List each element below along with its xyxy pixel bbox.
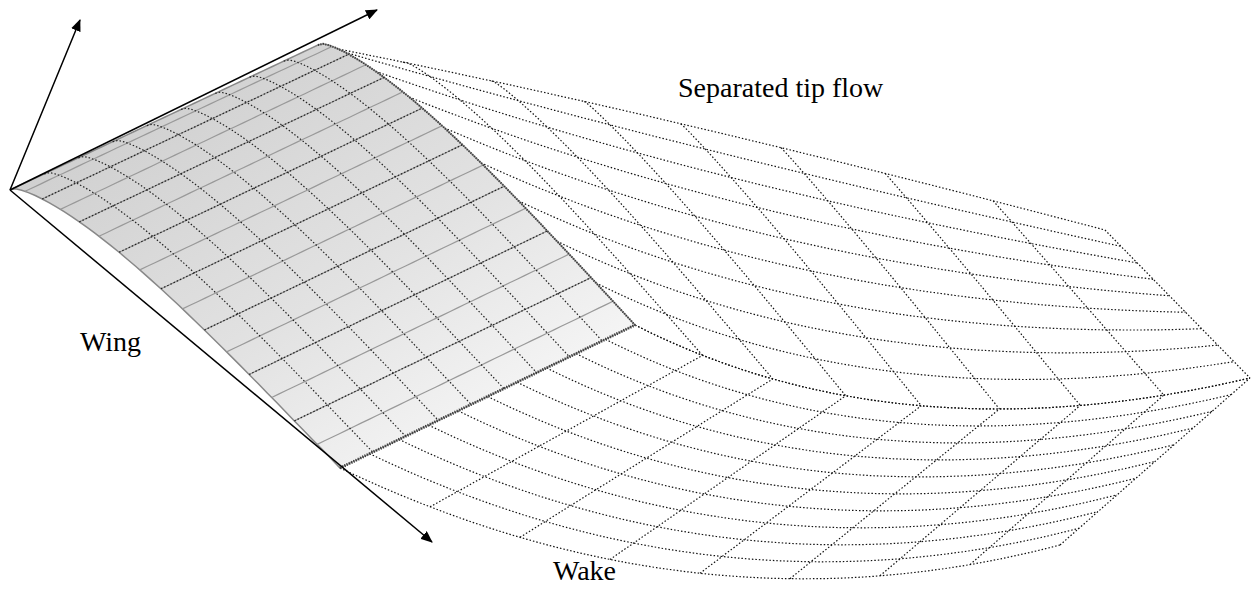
vortex-line <box>204 186 504 330</box>
panel-line <box>294 278 591 421</box>
tip-flow-line <box>1105 230 1250 378</box>
wake-line <box>700 406 921 574</box>
panel-line <box>161 145 463 289</box>
panel-line <box>249 231 547 375</box>
wake-line <box>880 405 1080 575</box>
panel-line <box>25 46 332 191</box>
panel-line <box>317 301 613 444</box>
panel-line <box>79 77 384 222</box>
axis-arrow <box>10 20 80 190</box>
tip-flow-line <box>781 148 1000 409</box>
region-label: Separated tip flow <box>675 72 886 104</box>
wing-fill <box>10 44 635 468</box>
vortex-line <box>250 76 570 357</box>
wake-line <box>547 368 1194 460</box>
panel-line <box>119 108 422 252</box>
panel-line <box>60 65 366 210</box>
wake-line <box>488 397 1156 494</box>
wake-line <box>520 379 773 537</box>
panel-line <box>99 92 403 236</box>
wake-line <box>576 354 1212 443</box>
panel-line <box>183 165 484 309</box>
tip-flow-line <box>596 283 1234 380</box>
vortex-line <box>249 231 547 375</box>
wing-surface <box>10 44 635 468</box>
tip-flow-line <box>885 173 1080 405</box>
wake-line <box>610 396 846 560</box>
panel-line <box>140 126 442 270</box>
vortex-line <box>215 92 536 373</box>
wake-line <box>1060 378 1250 545</box>
trailing-edge <box>340 325 635 468</box>
vortex-line <box>78 157 405 437</box>
vortex-line <box>147 124 471 404</box>
tip-flow-line <box>993 201 1164 395</box>
vortex-line <box>294 278 591 421</box>
tip-flow-line <box>635 325 1250 409</box>
vortex-line <box>42 54 348 199</box>
vortex-line <box>181 108 504 388</box>
tip-flow-line <box>557 241 1218 353</box>
wake-line <box>399 439 1098 544</box>
wake-line <box>635 325 1250 409</box>
tip-flow-line <box>681 124 922 406</box>
part-label: Wing <box>77 326 144 358</box>
vortex-line <box>113 140 439 420</box>
part-label: Wake <box>550 555 619 587</box>
axis-arrow <box>10 10 377 190</box>
vortex-line <box>79 77 384 222</box>
wake-line <box>370 454 1080 562</box>
vortex-line <box>119 108 422 252</box>
vortex-line <box>44 173 373 453</box>
panel-line <box>272 254 569 397</box>
wake-line <box>429 425 1118 528</box>
panel-line <box>204 186 504 330</box>
axis-arrow <box>10 190 432 542</box>
vortex-line <box>161 145 463 289</box>
vortex-line <box>284 60 602 341</box>
tip-edge <box>318 44 635 325</box>
wake-line <box>458 411 1136 511</box>
panel-line <box>42 54 348 199</box>
wake-line <box>790 409 1000 579</box>
tip-flow-line <box>584 102 845 396</box>
